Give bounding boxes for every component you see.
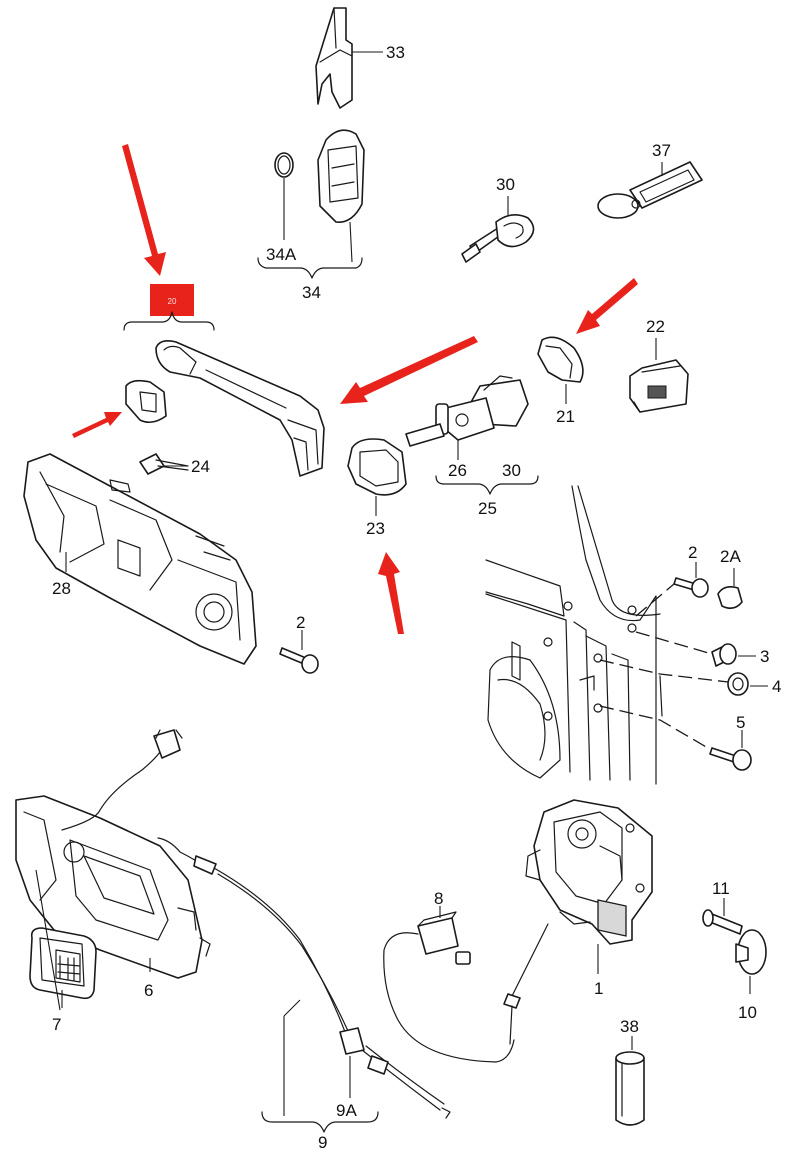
callout-5: 5 [736,713,745,732]
red-arrow-up [378,552,404,634]
part-10-striker: 10 [735,929,767,1022]
callout-28: 28 [52,579,71,598]
door-frame [485,485,661,785]
part-9-cable: 9A 9 [157,837,451,1152]
part-33-key-cover: 33 [315,7,405,109]
part-8-sensor: 8 [383,889,515,1063]
callout-8: 8 [434,889,443,908]
callout-9: 9 [318,1133,327,1152]
callout-22: 22 [646,317,665,336]
part-28-carrier: 28 [23,453,257,665]
callout-1: 1 [594,979,603,998]
part-26-lock-cylinder: 26 30 25 [405,375,539,518]
part-38-tube: 38 [615,1017,645,1126]
red-arrow-down [122,144,166,276]
part-7-trim: 7 [29,869,97,1034]
callout-30-mid: 30 [502,461,521,480]
part-37-tag: 37 [597,141,703,219]
part-5-screw: 5 [599,705,752,771]
part-2A-plug: 2A [717,547,743,610]
callout-30-top: 30 [496,175,515,194]
callout-10: 10 [738,1003,757,1022]
callout-3: 3 [760,647,769,666]
part-3-grommet: 3 [635,631,769,667]
callout-9A: 9A [336,1101,357,1120]
part-34-key-housing: 34 [257,129,365,302]
callout-2-right: 2 [688,543,697,562]
callout-20: 20 [168,297,177,306]
part-4-washer: 4 [599,659,781,696]
callout-2A: 2A [720,547,741,566]
callout-7: 7 [52,1015,61,1034]
part-30-key: 30 [461,175,535,263]
part-21-cap: 21 [537,336,584,426]
red-arrow-right-small [72,412,122,438]
part-2-screw-left: 2 [279,613,319,674]
callout-23: 23 [366,519,385,538]
callout-11: 11 [712,879,730,898]
callout-34: 34 [302,283,321,302]
callout-38: 38 [620,1017,639,1036]
part-handle-cap-left [125,379,167,424]
part-34A-ring: 34A [266,152,297,264]
part-11-bolt: 11 [702,879,743,935]
callout-2-left: 2 [296,613,305,632]
part-24-screw: 24 [139,453,210,476]
red-arrow-diagonal-handle [340,336,478,404]
part-20-outer-handle: 20 [123,284,325,477]
callout-33: 33 [386,43,405,62]
callout-25: 25 [478,499,497,518]
highlight-marker [150,284,194,316]
part-2-screw-right: 2 [635,543,709,617]
callout-21: 21 [556,407,575,426]
red-arrow-cap [576,278,638,334]
callout-4: 4 [772,677,781,696]
callout-37: 37 [652,141,671,160]
part-22-switch: 22 [629,317,689,413]
callout-6: 6 [144,981,153,1000]
callout-24: 24 [191,457,210,476]
part-1-lock: 1 [503,799,653,1045]
callout-34A: 34A [266,245,297,264]
part-23-gasket: 23 [347,438,407,538]
callout-26: 26 [448,461,467,480]
